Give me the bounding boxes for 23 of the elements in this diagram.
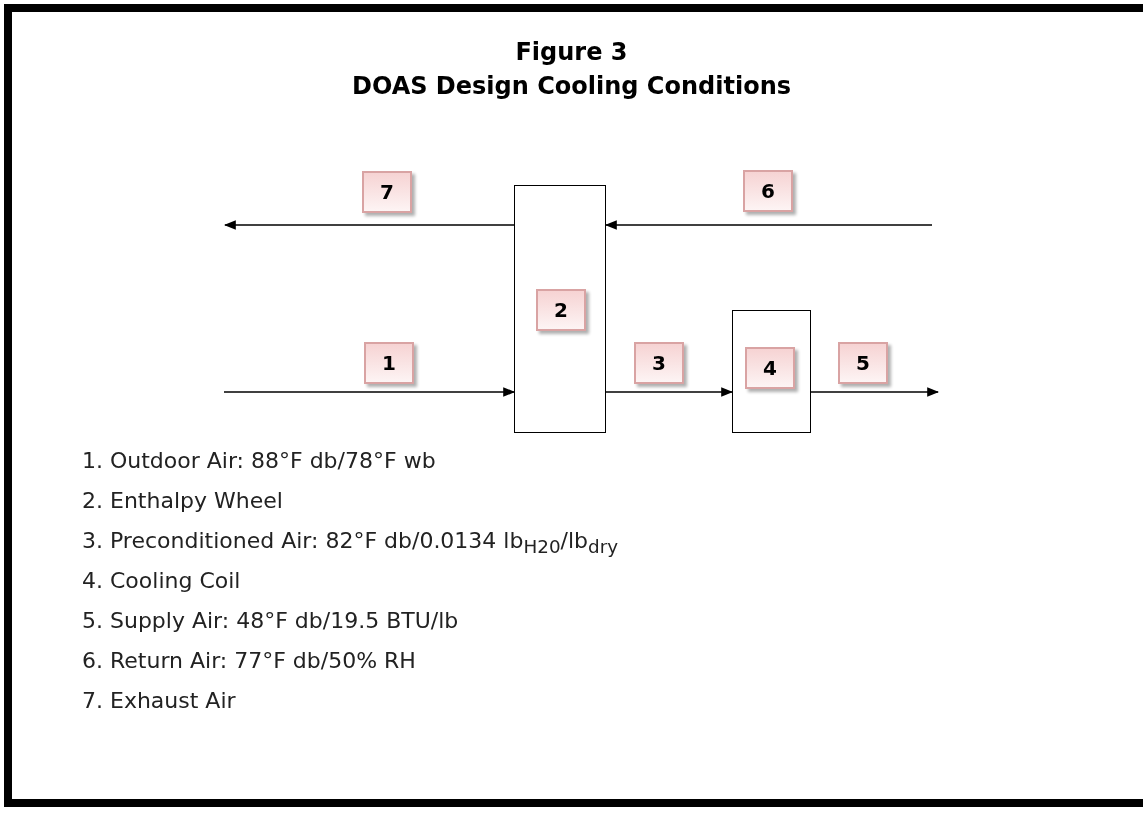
figure-title: DOAS Design Cooling Conditions — [350, 72, 792, 100]
callout-number: 5 — [838, 342, 888, 384]
arrow — [223, 387, 516, 397]
list-item: 1. Outdoor Air: 88°F db/78°F wb — [82, 448, 436, 473]
list-item: 6. Return Air: 77°F db/50% RH — [82, 648, 416, 673]
enthalpy-wheel-box — [514, 185, 606, 433]
cooling-coil-box — [732, 310, 811, 433]
list-item: 4. Cooling Coil — [82, 568, 241, 593]
arrow — [223, 220, 515, 230]
list-item: 2. Enthalpy Wheel — [82, 488, 283, 513]
callout-number: 2 — [536, 289, 586, 331]
arrow — [605, 387, 734, 397]
callout-number: 6 — [743, 170, 793, 212]
callout-number: 1 — [364, 342, 414, 384]
arrow — [810, 387, 940, 397]
arrow — [604, 220, 933, 230]
list-item: 5. Supply Air: 48°F db/19.5 BTU/lb — [82, 608, 459, 633]
callout-number: 7 — [362, 171, 412, 213]
figure-title: Figure 3 — [514, 38, 629, 66]
callout-number: 4 — [745, 347, 795, 389]
list-item: 3. Preconditioned Air: 82°F db/0.0134 lb$_{H20}$/lb$_{dry}$ — [82, 528, 619, 558]
list-item: 7. Exhaust Air — [82, 688, 236, 713]
callout-number: 3 — [634, 342, 684, 384]
